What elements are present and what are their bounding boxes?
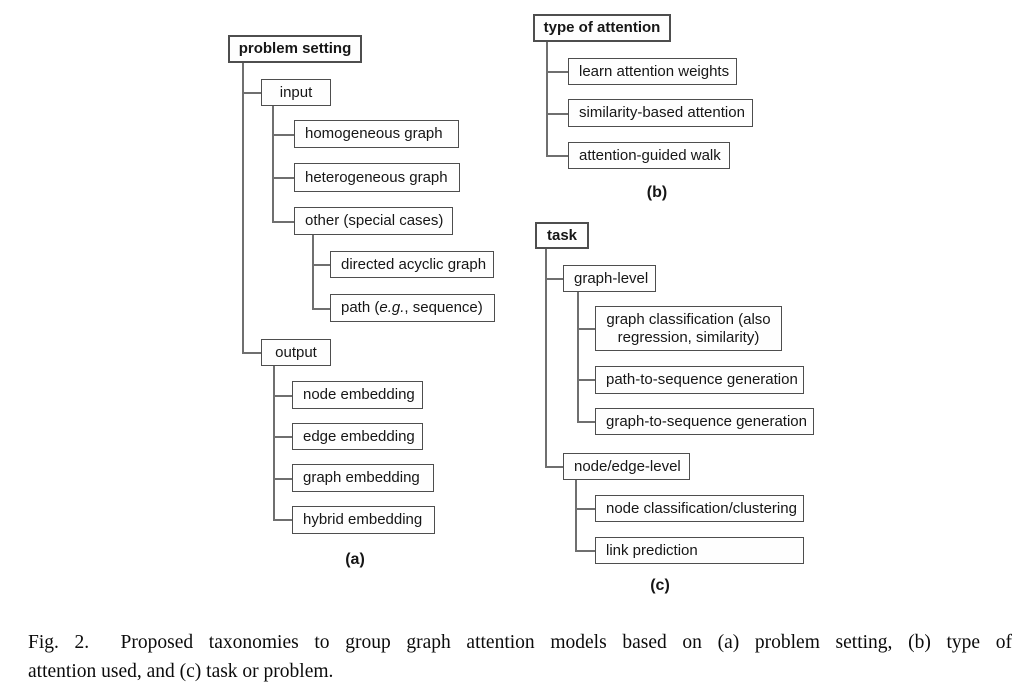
subfigure-label-a: (a) bbox=[345, 551, 365, 568]
connector-line bbox=[577, 379, 595, 381]
connector-line bbox=[312, 235, 314, 309]
connector-line bbox=[242, 92, 261, 94]
connector-line bbox=[312, 308, 330, 310]
connector-line bbox=[545, 466, 563, 468]
node-heterogeneous-graph: heterogeneous graph bbox=[294, 163, 460, 192]
node-task: task bbox=[535, 222, 589, 249]
connector-line bbox=[272, 134, 294, 136]
node-graph-level: graph-level bbox=[563, 265, 656, 292]
connector-line bbox=[575, 480, 577, 551]
connector-line bbox=[272, 177, 294, 179]
caption-line-1: Fig. 2. Proposed taxonomies to group gra… bbox=[28, 632, 1012, 653]
connector-line bbox=[273, 478, 292, 480]
node-graph-to-sequence-generation: graph-to-sequence generation bbox=[595, 408, 814, 435]
connector-line bbox=[546, 113, 568, 115]
connector-line bbox=[546, 155, 568, 157]
node-directed-acyclic-graph: directed acyclic graph bbox=[330, 251, 494, 278]
node-path-to-sequence-generation: path-to-sequence generation bbox=[595, 366, 804, 394]
connector-line bbox=[577, 292, 579, 422]
figure-caption: Fig. 2. Proposed taxonomies to group gra… bbox=[28, 629, 1012, 686]
node-link-prediction: link prediction bbox=[595, 537, 804, 564]
connector-line bbox=[273, 395, 292, 397]
graph-classification-line1: graph classification (also bbox=[606, 310, 771, 328]
node-node-embedding: node embedding bbox=[292, 381, 423, 409]
path-label-post: , sequence) bbox=[404, 299, 483, 316]
node-graph-embedding: graph embedding bbox=[292, 464, 434, 492]
node-similarity-based-attention: similarity-based attention bbox=[568, 99, 753, 127]
node-type-of-attention: type of attention bbox=[533, 14, 671, 42]
subfigure-label-b: (b) bbox=[646, 184, 668, 201]
node-path-sequence: path (e.g., sequence) bbox=[330, 294, 495, 322]
node-input: input bbox=[261, 79, 331, 106]
connector-line bbox=[272, 106, 274, 221]
node-homogeneous-graph: homogeneous graph bbox=[294, 120, 459, 148]
node-node-classification-clustering: node classification/clustering bbox=[595, 495, 804, 522]
node-node-edge-level: node/edge-level bbox=[563, 453, 690, 480]
node-problem-setting: problem setting bbox=[228, 35, 362, 63]
node-hybrid-embedding: hybrid embedding bbox=[292, 506, 435, 534]
connector-line bbox=[273, 366, 275, 520]
node-other-special-cases: other (special cases) bbox=[294, 207, 453, 235]
connector-line bbox=[577, 421, 595, 423]
subfigure-label-c: (c) bbox=[650, 577, 670, 594]
node-output: output bbox=[261, 339, 331, 366]
node-edge-embedding: edge embedding bbox=[292, 423, 423, 450]
path-label-eg: e.g. bbox=[379, 299, 405, 316]
connector-line bbox=[273, 436, 292, 438]
connector-line bbox=[577, 328, 595, 330]
node-attention-guided-walk: attention-guided walk bbox=[568, 142, 730, 169]
connector-line bbox=[312, 264, 330, 266]
connector-line bbox=[545, 249, 547, 467]
connector-line bbox=[575, 550, 595, 552]
graph-classification-line2: regression, similarity) bbox=[617, 328, 760, 346]
connector-line bbox=[546, 71, 568, 73]
caption-line-2: attention used, and (c) task or problem. bbox=[28, 660, 334, 682]
connector-line bbox=[546, 42, 548, 156]
connector-line bbox=[272, 221, 294, 223]
connector-line bbox=[545, 278, 563, 280]
connector-line bbox=[575, 508, 595, 510]
connector-line bbox=[273, 519, 292, 521]
node-learn-attention-weights: learn attention weights bbox=[568, 58, 737, 85]
path-label-pre: path ( bbox=[341, 299, 380, 316]
connector-line bbox=[242, 63, 244, 353]
node-graph-classification: graph classification (also regression, s… bbox=[595, 306, 782, 351]
connector-line bbox=[242, 352, 261, 354]
